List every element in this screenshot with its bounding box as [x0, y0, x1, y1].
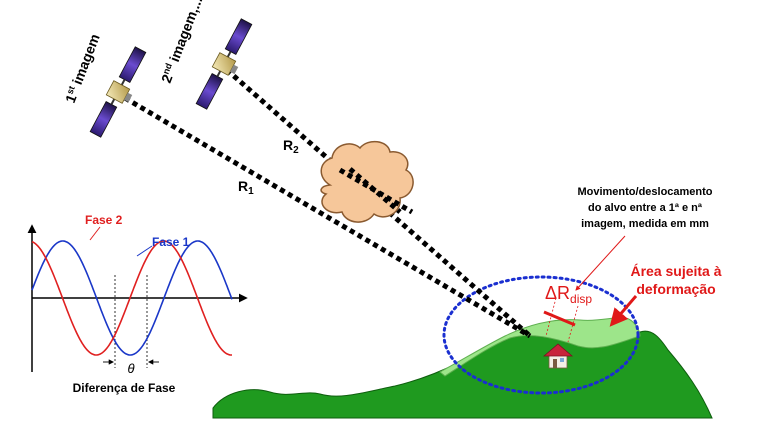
theta-label: θ — [127, 361, 134, 376]
phase-difference-label: Diferença de Fase — [73, 381, 176, 395]
range-label-r2: R2 — [283, 137, 299, 156]
range-line-r1 — [123, 95, 532, 339]
satellite-1-label: 1st imagem — [62, 32, 103, 106]
area-text-line-1: Área sujeita à — [630, 263, 721, 279]
delta-r-label: ΔRdisp — [545, 283, 592, 306]
movement-text-line-2: do alvo entre a 1ª e nª — [588, 202, 703, 214]
movement-text-line-1: Movimento/deslocamento — [577, 186, 712, 198]
phase-plot: θ Diferença de Fase Fase 2 Fase 1 — [27, 213, 248, 395]
satellite-1-icon — [89, 46, 147, 138]
range-label-r1: R1 — [238, 178, 254, 197]
deformation-area-annotation: Área sujeita à deformação — [609, 263, 722, 327]
movement-annotation: Movimento/deslocamento do alvo entre a 1… — [575, 186, 713, 291]
delta-r-annotation: ΔRdisp — [543, 283, 592, 343]
deformation-area-ellipse — [442, 275, 640, 395]
wave-fase-2 — [31, 240, 232, 356]
area-text-line-2: deformação — [636, 281, 715, 297]
satellite-2-label: 2nd imagem,... — [158, 0, 206, 85]
movement-text-line-3: imagem, medida em mm — [581, 218, 709, 230]
house-icon — [542, 343, 574, 369]
wave-fase-1 — [31, 240, 233, 356]
fase-2-label: Fase 2 — [85, 213, 123, 227]
satellite-2-icon — [195, 18, 253, 110]
fase-1-label: Fase 1 — [152, 235, 190, 249]
